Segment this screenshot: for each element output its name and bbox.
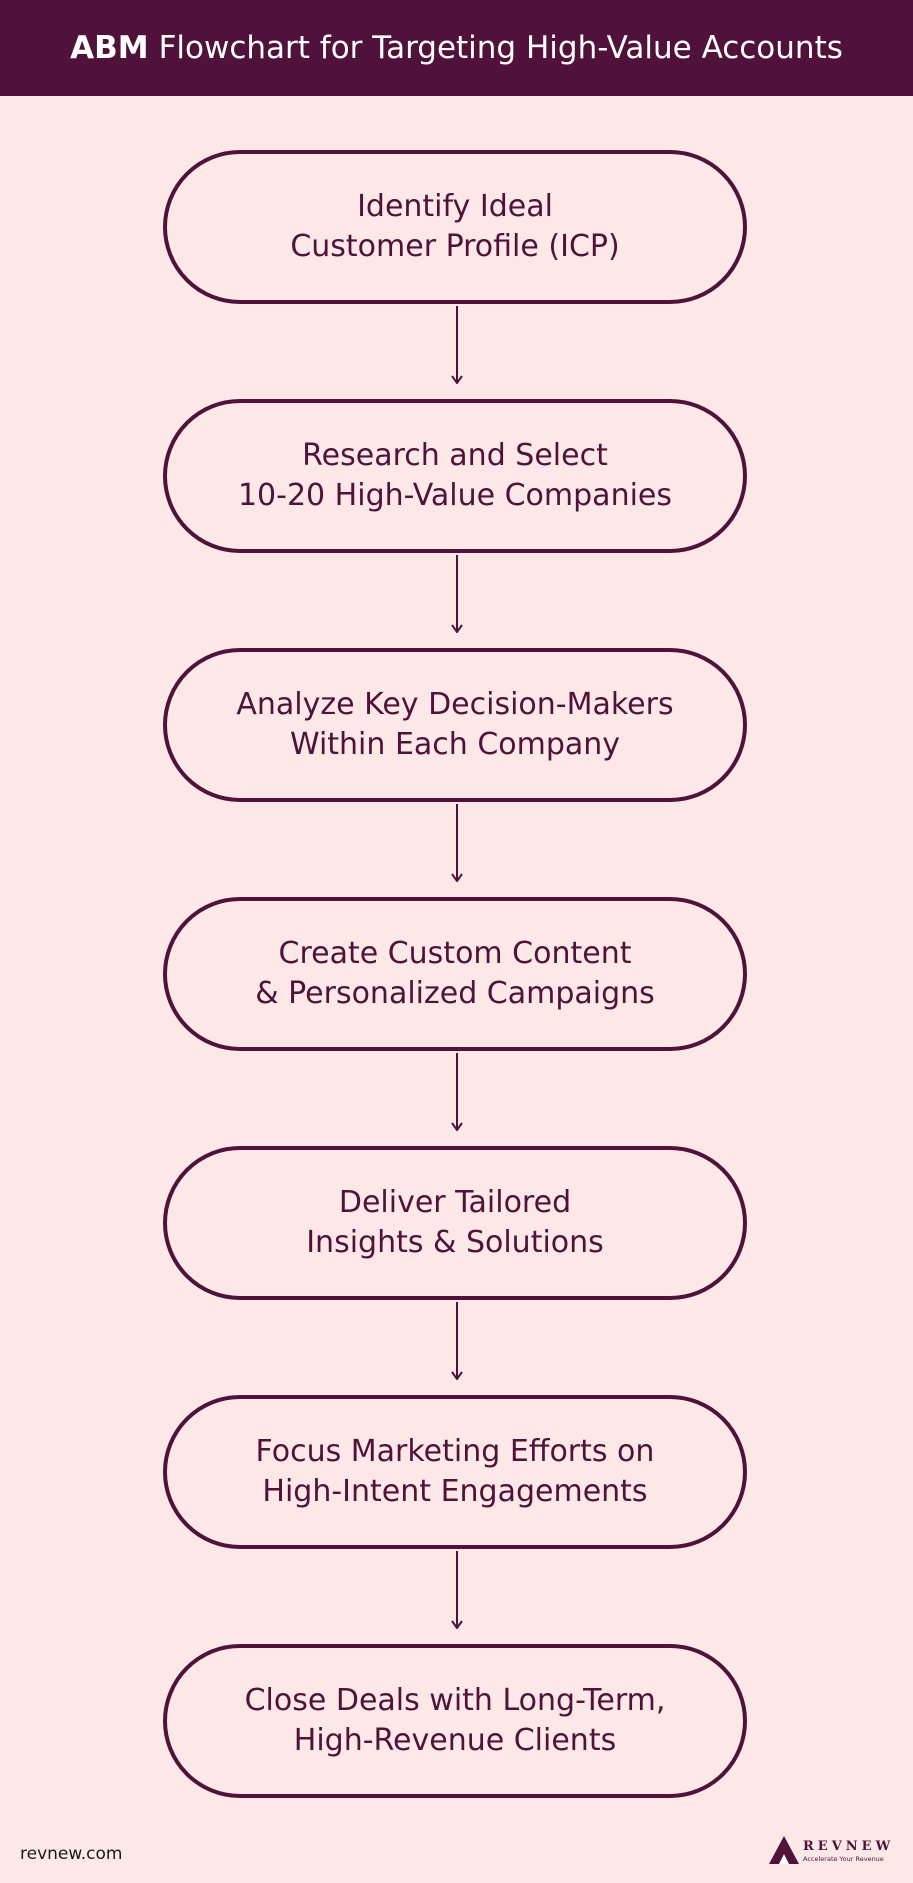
flow-step-3: Analyze Key Decision-Makers Within Each … [163, 648, 747, 802]
flow-step-1: Identify Ideal Customer Profile (ICP) [163, 150, 747, 304]
logo-name: REVNEW [803, 1839, 894, 1854]
flow-step-2: Research and Select 10-20 High-Value Com… [163, 399, 747, 553]
arrow-down-icon [451, 1053, 463, 1131]
footer-url: revnew.com [20, 1844, 123, 1864]
title-bold: ABM [70, 30, 149, 66]
page-title: ABM Flowchart for Targeting High-Value A… [0, 0, 913, 96]
revnew-logo: REVNEW Accelerate Your Revenue [769, 1836, 894, 1864]
arrow-down-icon [451, 1551, 463, 1629]
logo-tagline: Accelerate Your Revenue [803, 1855, 884, 1863]
arrow-down-icon [451, 1302, 463, 1380]
flow-step-label: Research and Select 10-20 High-Value Com… [237, 438, 673, 513]
flow-step-label: Focus Marketing Efforts on High-Intent E… [255, 1434, 655, 1509]
flow-step-5: Deliver Tailored Insights & Solutions [163, 1146, 747, 1300]
flow-step-label: Deliver Tailored Insights & Solutions [306, 1185, 604, 1260]
arrow-down-icon [451, 306, 463, 384]
flow-step-6: Focus Marketing Efforts on High-Intent E… [163, 1395, 747, 1549]
flow-step-4: Create Custom Content & Personalized Cam… [163, 897, 747, 1051]
flow-step-label: Identify Ideal Customer Profile (ICP) [290, 189, 620, 264]
arrow-down-icon [451, 804, 463, 882]
flow-step-label: Create Custom Content & Personalized Cam… [255, 936, 655, 1011]
flow-step-label: Analyze Key Decision-Makers Within Each … [236, 687, 674, 762]
flow-step-7: Close Deals with Long-Term, High-Revenue… [163, 1644, 747, 1798]
arrow-down-icon [451, 555, 463, 633]
flow-step-label: Close Deals with Long-Term, High-Revenue… [244, 1683, 666, 1758]
title-rest: Flowchart for Targeting High-Value Accou… [158, 30, 843, 66]
